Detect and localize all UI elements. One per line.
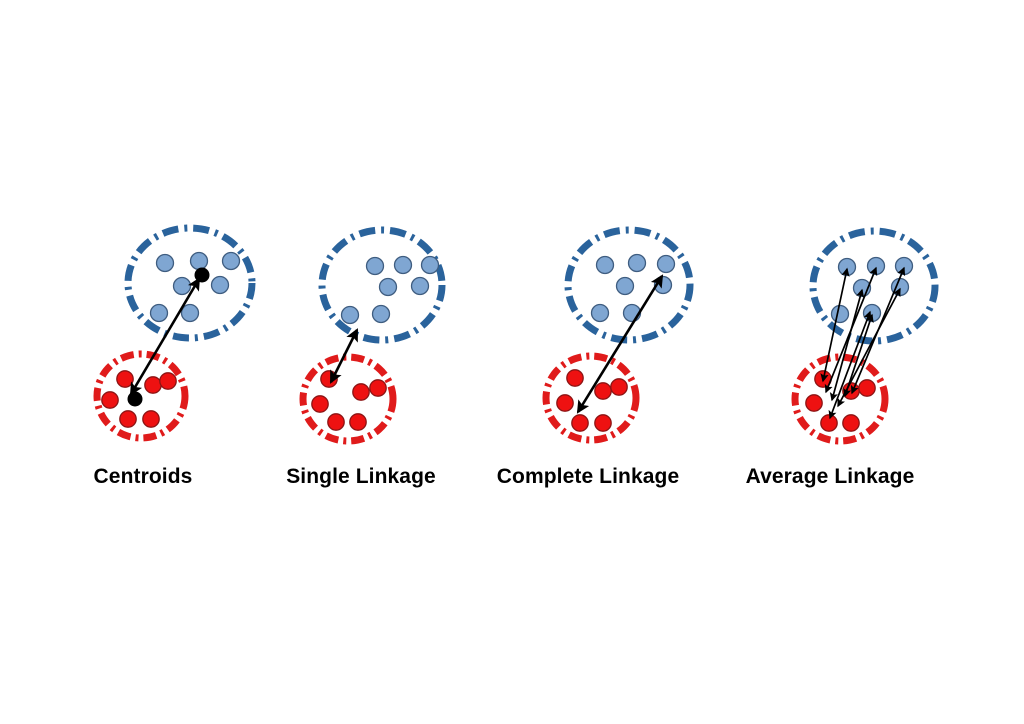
blue-data-point [595, 255, 615, 275]
panels-root: Centroids Single Linkage Complete Linkage A… [93, 224, 939, 488]
blue-data-point [862, 303, 882, 323]
blue-cluster-boundary [809, 227, 939, 345]
blue-cluster-boundary [124, 224, 256, 342]
panel-caption-complete-linkage: Complete Linkage [497, 465, 679, 488]
linkage-arrow [329, 328, 359, 384]
panel-average-linkage: Average Linkage [746, 227, 939, 488]
panel-caption-centroids: Centroids [94, 465, 193, 488]
blue-data-point [221, 251, 241, 271]
linkage-arrow [828, 310, 872, 420]
red-data-point [566, 369, 584, 387]
red-cluster-boundary [299, 353, 397, 445]
red-data-point [571, 414, 589, 432]
blue-data-point [180, 303, 200, 323]
blue-data-point [615, 276, 635, 296]
blue-cluster-boundary [564, 226, 694, 344]
linkage-arrow [129, 277, 201, 396]
linkage-arrow [576, 274, 664, 414]
red-data-point [594, 414, 612, 432]
blue-data-point [155, 253, 175, 273]
red-data-point [116, 370, 134, 388]
red-data-point [119, 410, 137, 428]
blue-data-point [830, 304, 850, 324]
panel-caption-single-linkage: Single Linkage [286, 465, 436, 488]
blue-data-point [189, 251, 209, 271]
panel-centroids: Centroids [93, 224, 256, 488]
blue-data-point [866, 256, 886, 276]
panel-complete-linkage: Complete Linkage [497, 226, 694, 488]
red-data-point [352, 383, 370, 401]
panel-single-linkage: Single Linkage [286, 226, 446, 488]
blue-data-point [410, 276, 430, 296]
red-data-point [142, 410, 160, 428]
red-data-point [101, 391, 119, 409]
blue-data-point [371, 304, 391, 324]
red-data-point [369, 379, 387, 397]
blue-data-point [420, 255, 440, 275]
red-data-point [594, 382, 612, 400]
red-data-point [327, 413, 345, 431]
blue-centroid-marker [194, 267, 210, 283]
blue-data-point [590, 303, 610, 323]
red-data-point [349, 413, 367, 431]
blue-data-point [378, 277, 398, 297]
red-data-point [805, 394, 823, 412]
blue-data-point [210, 275, 230, 295]
blue-data-point [894, 256, 914, 276]
blue-data-point [149, 303, 169, 323]
blue-data-point [656, 254, 676, 274]
red-data-point [842, 414, 860, 432]
red-data-point [159, 372, 177, 390]
red-data-point [858, 379, 876, 397]
red-data-point [144, 376, 162, 394]
blue-data-point [340, 305, 360, 325]
red-data-point [820, 414, 838, 432]
red-data-point [610, 378, 628, 396]
blue-data-point [393, 255, 413, 275]
blue-data-point [365, 256, 385, 276]
blue-data-point [627, 253, 647, 273]
panel-caption-average-linkage: Average Linkage [746, 465, 915, 488]
red-centroid-marker [127, 391, 143, 407]
blue-cluster-boundary [318, 226, 446, 344]
blue-data-point [172, 276, 192, 296]
red-data-point [556, 394, 574, 412]
red-data-point [311, 395, 329, 413]
